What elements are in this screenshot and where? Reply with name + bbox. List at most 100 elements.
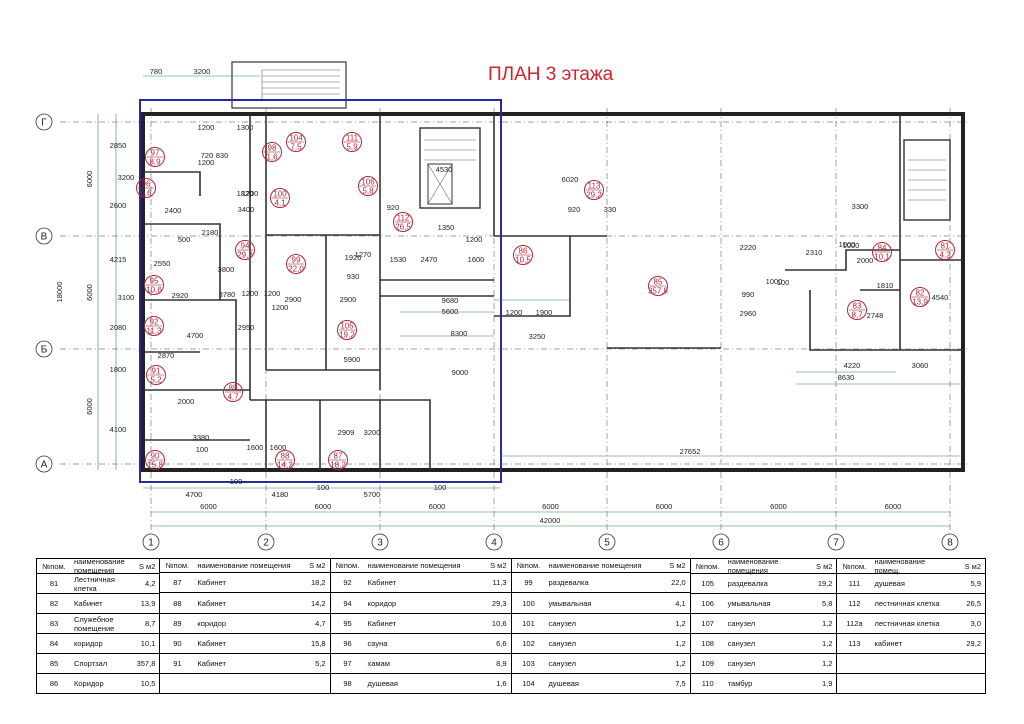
axis-col-4: 4 — [485, 533, 503, 551]
column-spacing-label: 6000 — [200, 502, 217, 511]
room-marker-81: 814,2 — [935, 240, 955, 260]
room-area: 5,2 — [150, 376, 162, 385]
room-number: 86 — [519, 247, 528, 256]
header-name: наименование помещения — [367, 561, 461, 571]
axis-col-2: 2 — [257, 533, 275, 551]
cell-num: 106 — [701, 599, 714, 608]
cell-area: 5,9 — [970, 579, 981, 588]
dimension-label: 8300 — [451, 329, 468, 338]
cell-area: 29,3 — [491, 598, 507, 608]
dimension-label: 1530 — [390, 255, 407, 264]
axis-col-6: 6 — [712, 533, 730, 551]
room-area: 26,5 — [395, 223, 411, 232]
dimension-label: 1200 — [198, 123, 215, 132]
dimension-label: 1270 — [355, 250, 372, 259]
axis-row-label: А — [41, 460, 48, 471]
cell-area: 10,6 — [491, 618, 507, 628]
outer-walls — [141, 112, 965, 472]
cell-area: 18,2 — [310, 578, 326, 588]
dimension-label: 2470 — [421, 255, 438, 264]
cell-num: 96 — [343, 638, 352, 648]
cell-num: 112а — [846, 619, 863, 628]
cell-num: 109 — [701, 659, 714, 668]
dimension-label: 2080 — [110, 323, 127, 332]
cell-num: 94 — [343, 598, 352, 608]
room-number: 111 — [346, 134, 359, 143]
stairs-112 — [419, 127, 481, 209]
cell-area: 1,2 — [822, 639, 833, 648]
dimension-label: 1300 — [237, 123, 254, 132]
cell-name: санузел — [548, 638, 576, 648]
cell-area: 1,2 — [822, 619, 833, 628]
cell-area: 7,5 — [675, 678, 686, 688]
dimension-label: 4530 — [436, 165, 453, 174]
cell-name: кабинет — [874, 639, 903, 648]
dimension-label: 920 — [387, 203, 400, 212]
cell-num: 87 — [173, 578, 182, 588]
axis-col-label: 5 — [604, 538, 610, 549]
room-number: 90 — [151, 452, 160, 461]
dimension-label: 930 — [347, 272, 360, 281]
cell-area: 8,7 — [144, 619, 156, 628]
dimension-label: 500 — [178, 235, 191, 244]
dimension-label: 3200 — [118, 173, 135, 182]
cell-area: 1,9 — [822, 679, 833, 688]
dimension-label: 4700 — [186, 490, 203, 499]
room-marker-96: 966,6 — [136, 178, 156, 198]
dimension-label: 3200 — [194, 67, 211, 76]
axis-row-label: Б — [41, 345, 48, 356]
cell-name: тамбур — [727, 679, 753, 688]
room-area: 10,6 — [146, 286, 162, 295]
header-name: наименование помещения — [74, 557, 125, 575]
cell-num: 89 — [173, 618, 182, 628]
dimension-label: 9000 — [452, 368, 469, 377]
column-spacing-label: 6000 — [315, 502, 332, 511]
cell-num: 102 — [522, 638, 535, 648]
room-number: 84 — [878, 244, 887, 253]
cell-name: душевая — [874, 579, 905, 588]
dimension-label: 100 — [777, 278, 790, 287]
room-area: 11,3 — [147, 327, 163, 336]
dimension-label: 2310 — [806, 248, 823, 257]
column-spacing-label: 6000 — [885, 502, 902, 511]
cell-name: Спортзал — [74, 659, 108, 668]
room-area: 1,6 — [266, 153, 278, 162]
cell-num: 82 — [49, 599, 59, 608]
axis-col-label: 2 — [263, 538, 269, 549]
room-marker-89: 894,7 — [223, 382, 243, 402]
cell-num: 111 — [848, 579, 861, 588]
dimension-label: 1800 — [110, 365, 127, 374]
dimension-label: 1000 — [766, 277, 783, 286]
header-area: S м2 — [309, 561, 326, 571]
axis-col-label: 4 — [491, 538, 497, 549]
axis-col-1: 1 — [142, 533, 160, 551]
row-spacing-label: 6000 — [85, 284, 94, 301]
cell-num: 113 — [848, 639, 861, 648]
cell-area: 15,8 — [310, 638, 326, 648]
dimension-label: 2870 — [158, 351, 175, 360]
dimension-label: 830 — [216, 151, 229, 160]
room-area: 10,1 — [874, 253, 890, 262]
axis-col-5: 5 — [598, 533, 616, 551]
cell-area: 5,8 — [822, 599, 833, 608]
cell-num: 83 — [49, 619, 59, 628]
header-name: наименование помещения — [197, 561, 291, 571]
